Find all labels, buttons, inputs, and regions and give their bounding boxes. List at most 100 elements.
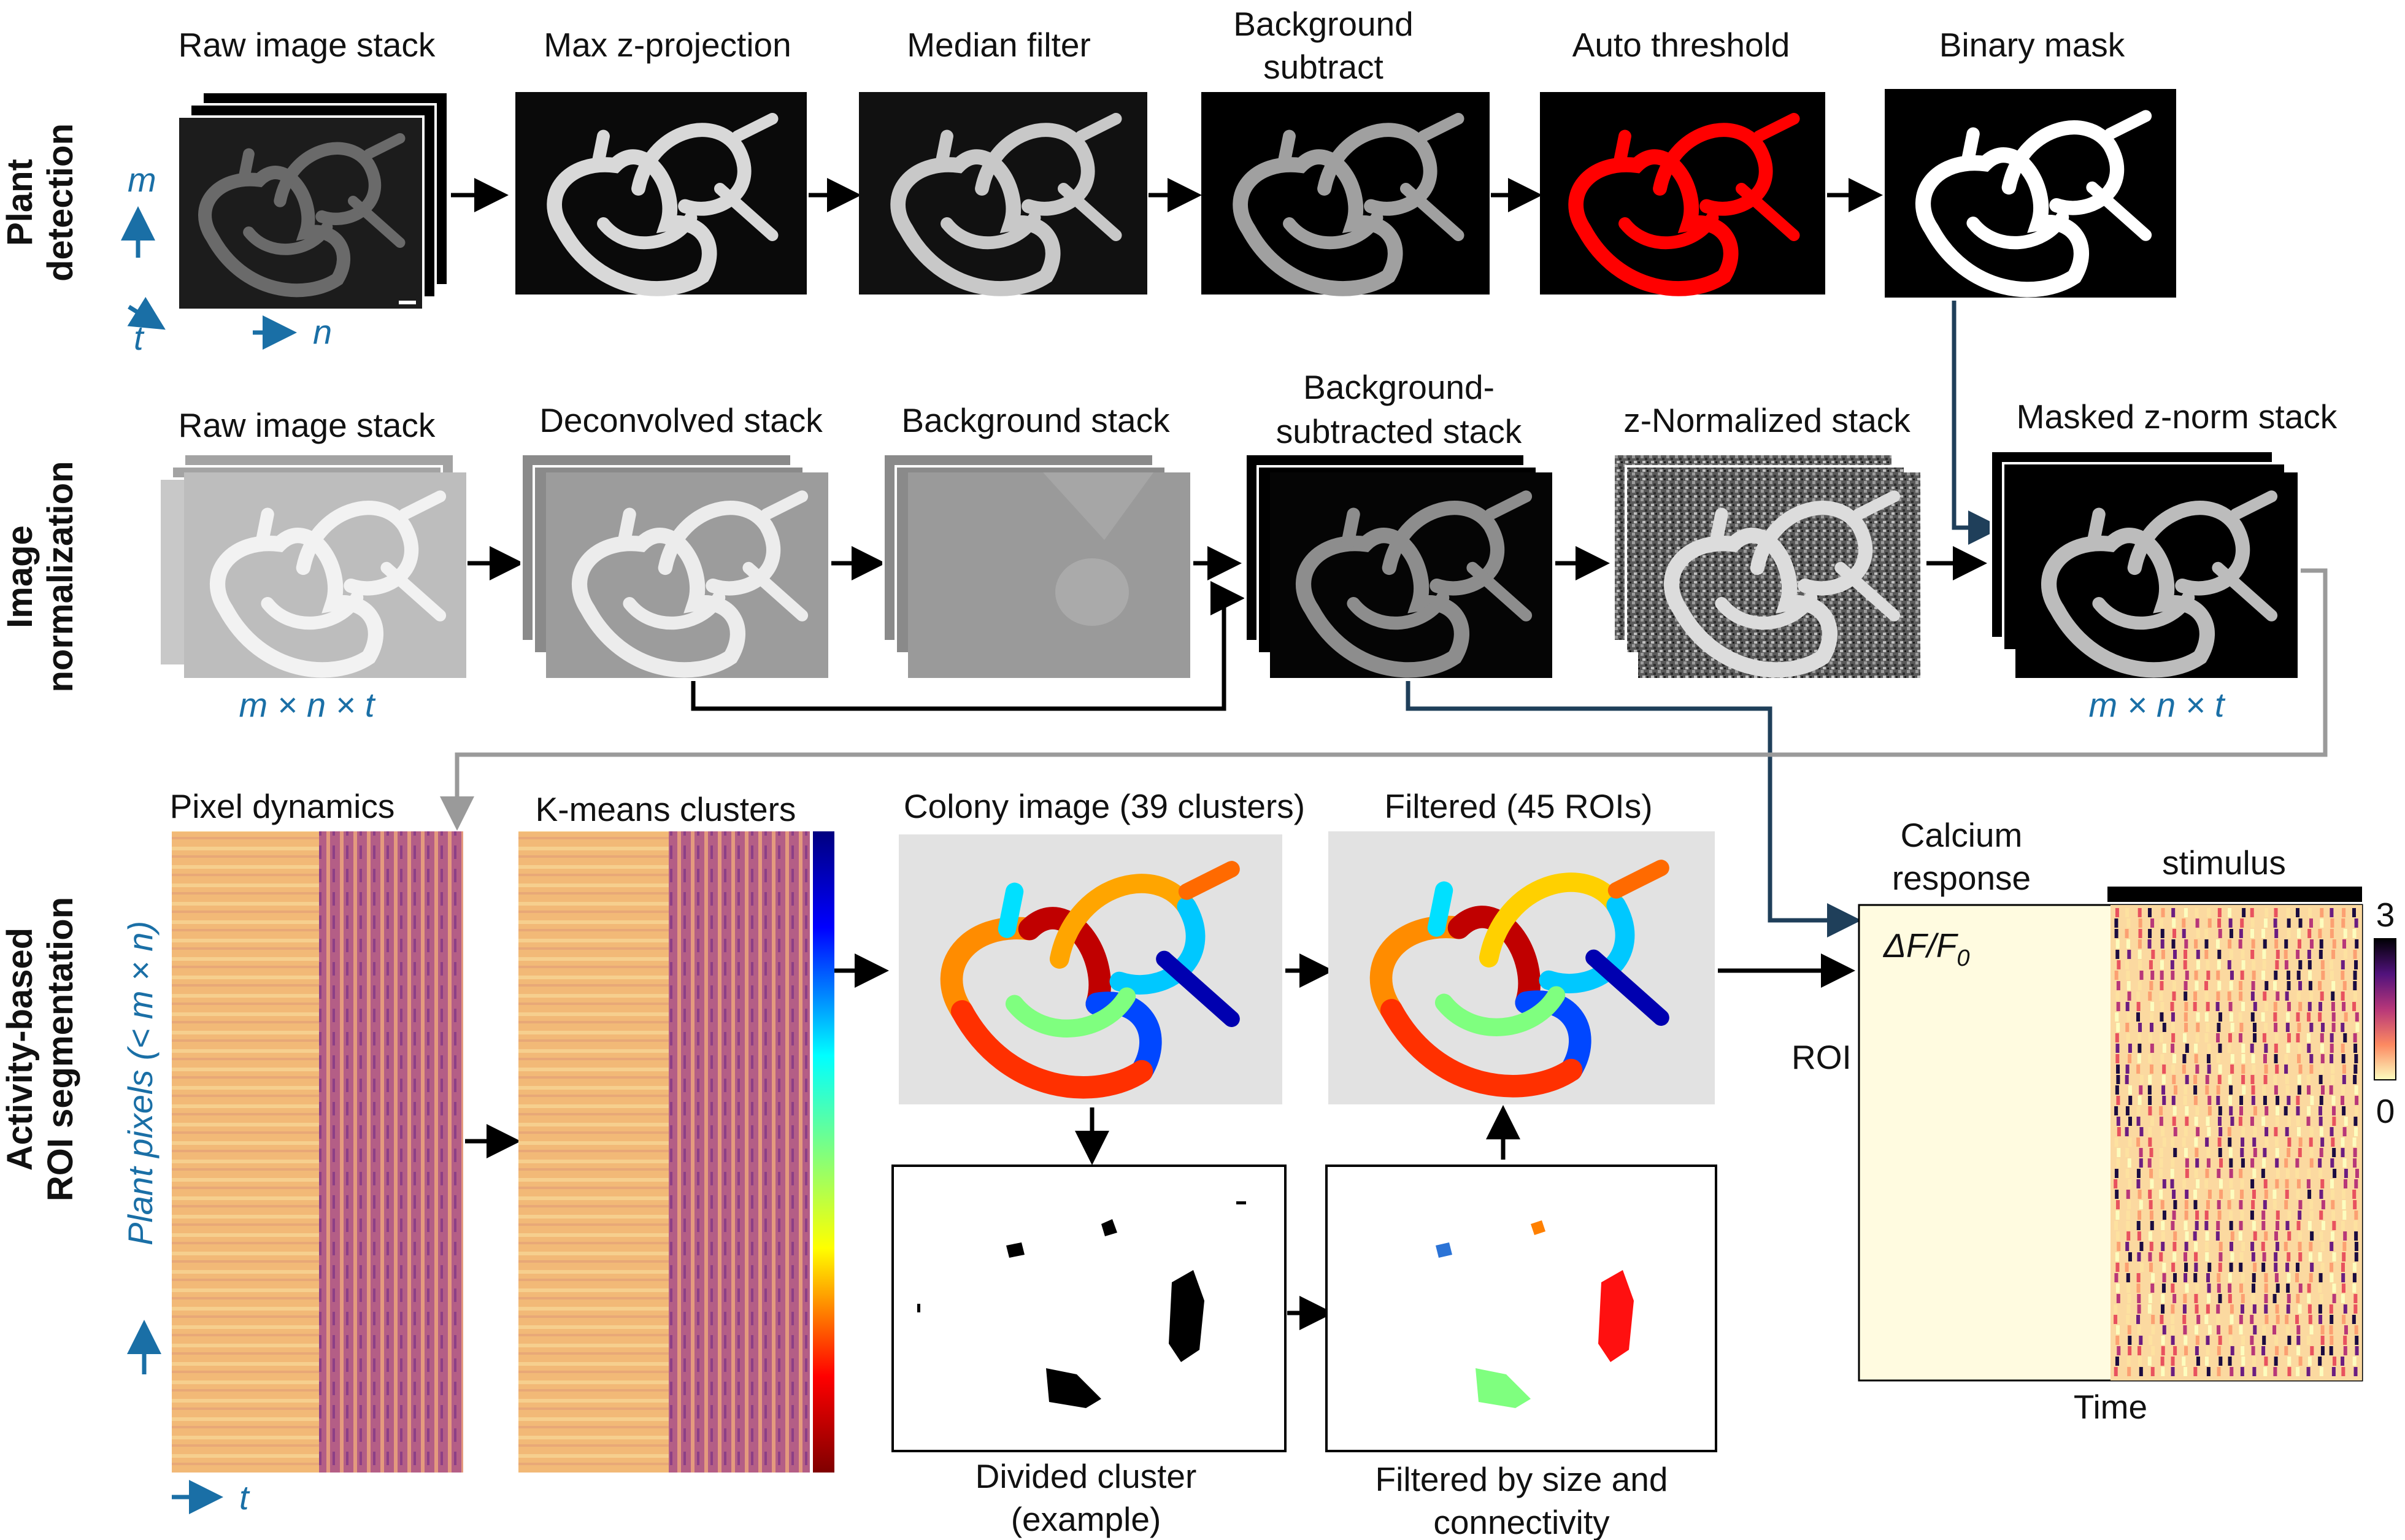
- heatmap-cell: [2263, 1054, 2267, 1063]
- heatmap-cell: [2287, 1117, 2291, 1126]
- heatmap-cell: [2330, 1190, 2334, 1199]
- heatmap-cell: [2159, 1158, 2163, 1168]
- heatmap-cell: [2251, 939, 2255, 949]
- heatmap-cell: [2287, 1002, 2291, 1011]
- heatmap-cell: [2150, 1012, 2154, 1022]
- heatmap-cell: [2128, 1044, 2132, 1053]
- heatmap-cell: [2171, 1315, 2175, 1324]
- heatmap-cell: [2352, 908, 2356, 917]
- heatmap-cell: [2138, 929, 2142, 938]
- heatmap-cell: [2307, 929, 2312, 938]
- heatmap-cell: [2229, 1169, 2233, 1178]
- heatmap-cell: [2185, 1169, 2189, 1178]
- heatmap-cell: [2263, 1200, 2267, 1209]
- deconvolved-stack: [520, 453, 828, 678]
- heatmap-cell: [2296, 1294, 2300, 1303]
- heatmap-cell: [2115, 1357, 2119, 1366]
- heatmap-cell: [2344, 1117, 2348, 1126]
- time-axis-label: Time: [2074, 1388, 2147, 1426]
- heatmap-cell: [2171, 1158, 2175, 1168]
- heatmap-cell: [2353, 950, 2357, 959]
- heatmap-cell: [2205, 1085, 2209, 1095]
- heatmap-cell: [2183, 960, 2187, 969]
- heatmap-cell: [2308, 971, 2312, 980]
- heatmap-cell: [2218, 1044, 2222, 1053]
- heatmap-cell: [2252, 1357, 2256, 1366]
- heatmap-cell: [2250, 1117, 2254, 1126]
- heatmap-cell: [2287, 1138, 2291, 1147]
- heatmap-cell: [2150, 1221, 2154, 1230]
- heatmap-cell: [2126, 971, 2130, 980]
- heatmap-cell: [2274, 1263, 2278, 1272]
- heatmap-cell: [2185, 1284, 2189, 1293]
- heatmap-cell: [2296, 1096, 2300, 1105]
- heatmap-cell: [2185, 1117, 2189, 1126]
- heatmap-cell: [2116, 1325, 2120, 1334]
- heatmap-cell: [2136, 1315, 2141, 1324]
- heatmap-cell: [2217, 908, 2222, 917]
- row-label-plant-detection: Plant detection: [0, 123, 80, 282]
- heatmap-cell: [2114, 971, 2118, 980]
- heatmap-cell: [2274, 939, 2279, 949]
- heatmap-cell: [2172, 1294, 2177, 1303]
- heatmap-cell: [2138, 981, 2142, 990]
- heatmap-cell: [2116, 1023, 2120, 1032]
- heatmap-cell: [2285, 1179, 2289, 1188]
- heatmap-cell: [2116, 1002, 2120, 1011]
- heatmap-cell: [2149, 1200, 2153, 1209]
- heatmap-cell: [2194, 939, 2198, 949]
- heatmap-cell: [2318, 1304, 2322, 1314]
- heatmap-cell: [2263, 1075, 2268, 1084]
- heatmap-cell: [2309, 1054, 2314, 1063]
- heatmap-cell: [2204, 981, 2209, 990]
- heatmap-cell: [2306, 1336, 2311, 1345]
- heatmap-cell: [2287, 971, 2291, 980]
- heatmap-cell: [2341, 1221, 2345, 1230]
- heatmap-cell: [2344, 1012, 2348, 1022]
- heatmap-cell: [2117, 1346, 2121, 1355]
- heatmap-cell: [2330, 1336, 2334, 1345]
- heatmap-cell: [2253, 1106, 2257, 1115]
- heatmap-cell: [2218, 1252, 2223, 1261]
- masked-z-norm-stack: [1990, 450, 2298, 678]
- heatmap-cell: [2216, 1304, 2220, 1314]
- heatmap-cell: [2296, 1179, 2301, 1188]
- heatmap-cell: [2185, 1158, 2189, 1168]
- heatmap-cell: [2287, 1033, 2291, 1042]
- heatmap-cell: [2263, 1148, 2267, 1157]
- caption-max-z: Max z-projection: [544, 26, 791, 64]
- heatmap-cell: [2240, 1211, 2244, 1220]
- heatmap-cell: [2296, 1033, 2300, 1042]
- caption-auto-threshold: Auto threshold: [1572, 26, 1790, 64]
- heatmap-cell: [2264, 1023, 2268, 1032]
- heatmap-cell: [2162, 1138, 2166, 1147]
- heatmap-cell: [2159, 1148, 2163, 1157]
- heatmap-cell: [2194, 1169, 2198, 1178]
- heatmap-cell: [2183, 1325, 2187, 1334]
- heatmap-cell: [2148, 1033, 2152, 1042]
- heatmap-cell: [2355, 1096, 2359, 1105]
- heatmap-cell: [2320, 1065, 2324, 1074]
- heatmap-cell: [2285, 1023, 2290, 1032]
- heatmap-cell: [2272, 1190, 2277, 1199]
- heatmap-cell: [2149, 960, 2153, 969]
- heatmap-cell: [2207, 908, 2211, 917]
- heatmap-cell: [2307, 1284, 2311, 1293]
- heatmap-cell: [2354, 1127, 2358, 1136]
- heatmap-cell: [2206, 1200, 2210, 1209]
- heatmap-cell: [2261, 1117, 2266, 1126]
- heatmap-cell: [2117, 1242, 2121, 1251]
- heatmap-cell: [2115, 1190, 2119, 1199]
- heatmap-cell: [2310, 1096, 2314, 1105]
- heatmap-cell: [2341, 1284, 2345, 1293]
- heatmap-cell: [2261, 1085, 2266, 1095]
- heatmap-cell: [2287, 1273, 2291, 1282]
- heatmap-cell: [2320, 918, 2324, 928]
- heatmap-cell: [2138, 1044, 2142, 1053]
- heatmap-cell: [2319, 1294, 2323, 1303]
- heatmap-cell: [2320, 1263, 2325, 1272]
- heatmap-cell: [2204, 1242, 2209, 1251]
- heatmap-cell: [2184, 1211, 2188, 1220]
- heatmap-cell: [2298, 1357, 2303, 1366]
